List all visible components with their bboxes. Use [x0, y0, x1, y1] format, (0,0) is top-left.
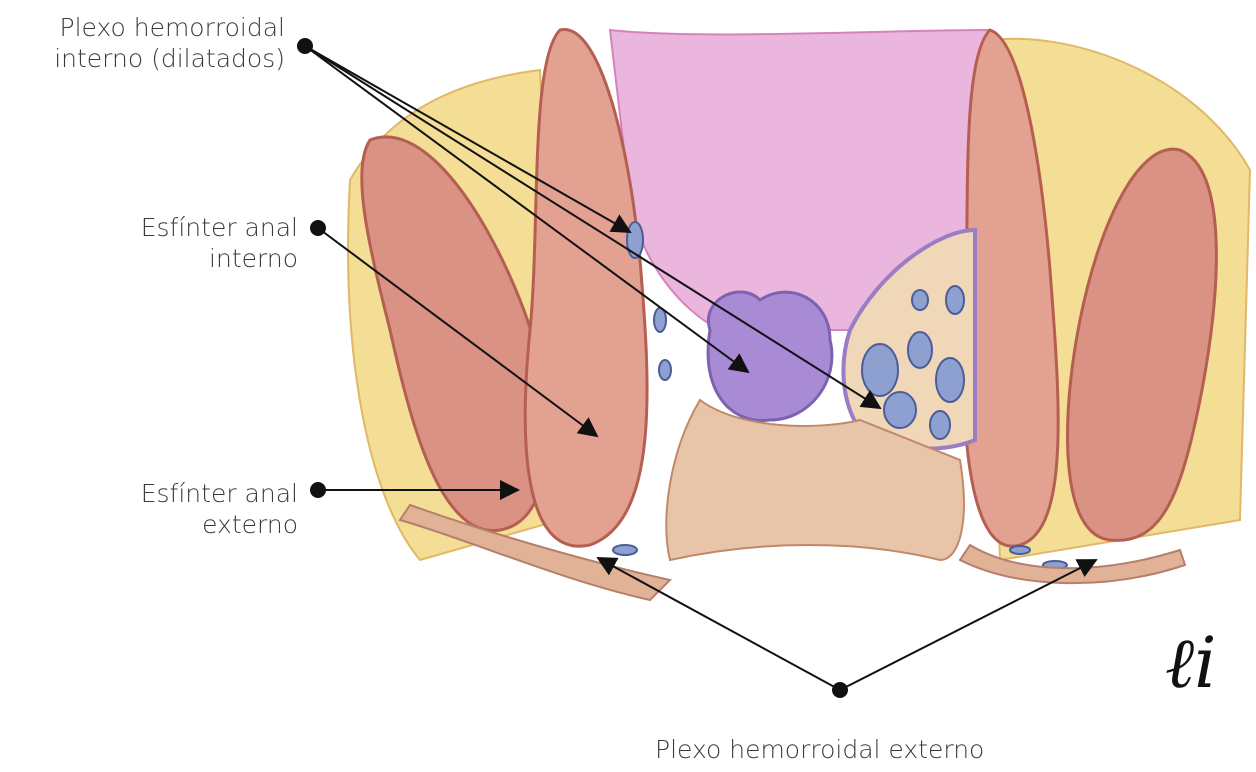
signature-mark: ℓi — [1165, 618, 1217, 708]
label-external-plexus: Plexo hemorroidal externo — [655, 734, 984, 765]
label-external-sphincter: Esfínter anal externo — [0, 478, 298, 540]
label-internal-sphincter: Esfínter anal interno — [0, 212, 298, 274]
label-internal-plexus: Plexo hemorroidal interno (dilatados) — [0, 12, 285, 74]
skin-right — [960, 545, 1185, 583]
